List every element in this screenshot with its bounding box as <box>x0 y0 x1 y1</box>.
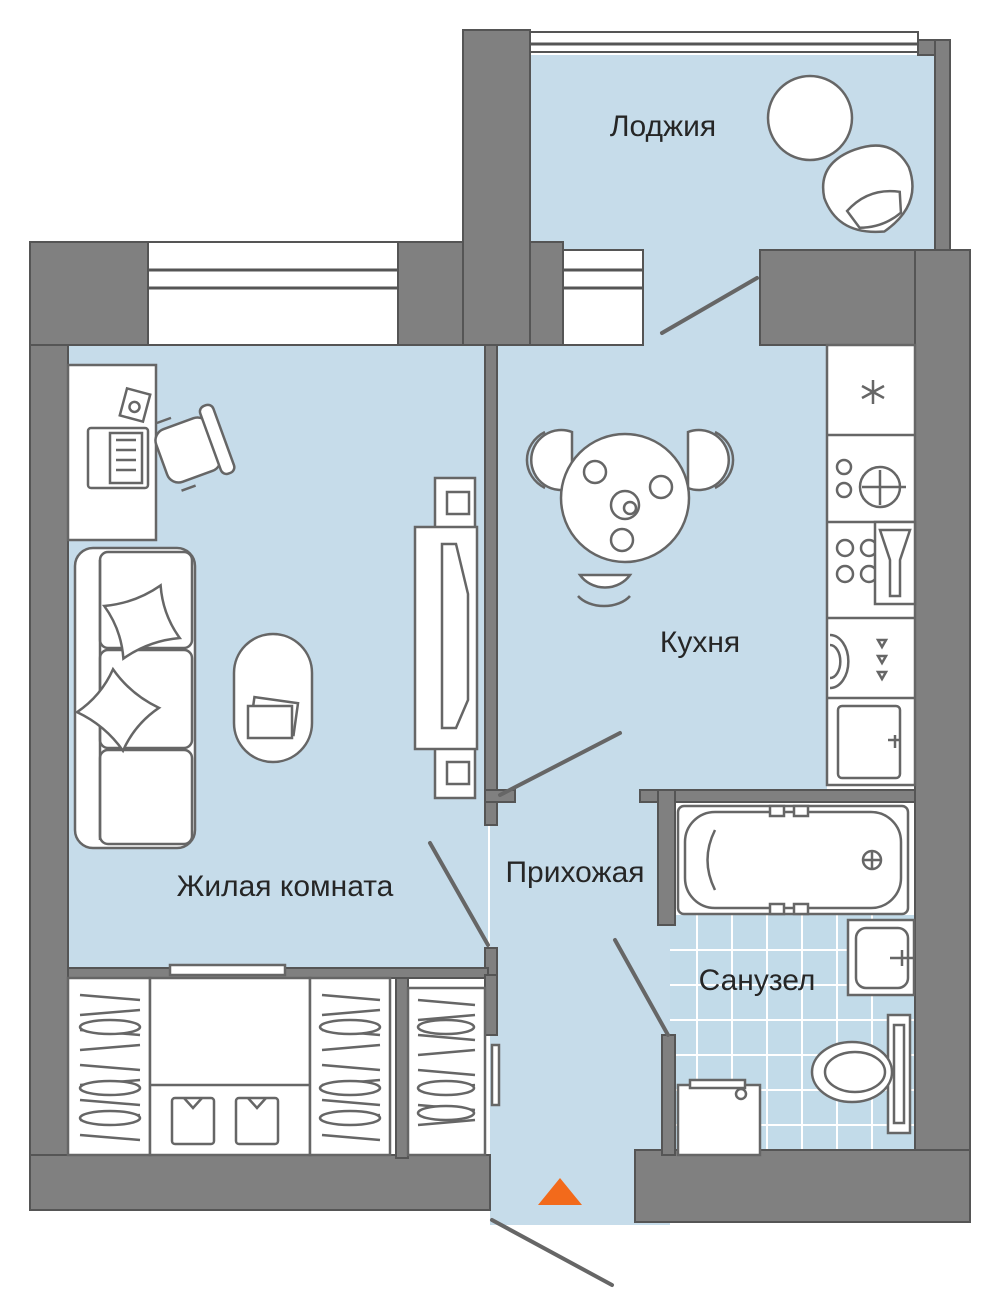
wardrobe-hallway[interactable] <box>406 986 501 1157</box>
mouse-pad-icon <box>118 386 152 424</box>
loggia-table-icon <box>766 74 854 162</box>
living-room-window <box>147 241 399 346</box>
toilet-icon <box>810 1013 912 1135</box>
bathtub-icon <box>676 804 910 916</box>
magazines-icon <box>246 695 300 740</box>
doors <box>428 276 759 1287</box>
dining-set <box>525 428 735 608</box>
washbasin-icon <box>846 918 916 997</box>
washing-machine-icon <box>835 458 906 509</box>
pillow-icon <box>74 666 162 754</box>
wardrobe-middle[interactable] <box>308 976 392 1157</box>
laptop-icon <box>86 426 150 490</box>
room-label-living-room: Жилая комната <box>177 870 394 903</box>
loggia-window <box>529 31 919 53</box>
entrance-door[interactable] <box>490 1218 614 1287</box>
snowflake-icon <box>861 380 885 404</box>
chair-icon <box>686 428 731 492</box>
entrance-triangle-icon <box>538 1178 582 1205</box>
living-room-furniture <box>66 363 479 850</box>
shirts-shelf <box>148 963 312 1157</box>
shirt-icon <box>234 1096 280 1146</box>
kitchen-counter <box>825 343 917 787</box>
room-label-hallway: Прихожая <box>505 856 644 889</box>
room-label-bathroom: Санузел <box>699 964 816 997</box>
room-label-kitchen: Кухня <box>660 626 740 659</box>
wardrobe-left[interactable] <box>66 976 152 1157</box>
shirt-icon <box>170 1096 216 1146</box>
office-chair-icon <box>154 403 236 492</box>
armchair-icon <box>821 144 914 234</box>
chair-icon <box>529 428 574 492</box>
kitchen-sink-icon <box>836 704 902 780</box>
pillow-icon <box>101 583 183 661</box>
tv-stand-icon <box>413 476 479 800</box>
living-room-door[interactable] <box>428 841 490 947</box>
floors <box>68 55 935 1225</box>
stove-icon <box>835 520 917 606</box>
room-label-loggia: Лоджия <box>610 110 716 143</box>
bathroom-door[interactable] <box>613 938 670 1037</box>
windows <box>147 31 919 346</box>
loggia-furniture <box>766 74 914 234</box>
loggia-door[interactable] <box>660 276 759 335</box>
kitchen-door[interactable] <box>498 731 622 797</box>
chair-icon <box>577 573 633 589</box>
kitchen-window <box>562 249 644 346</box>
coffee-table-icon <box>232 632 314 764</box>
water-heater-icon <box>676 1078 762 1157</box>
oven-icon <box>829 633 889 690</box>
kitchen-floor[interactable] <box>497 345 827 795</box>
